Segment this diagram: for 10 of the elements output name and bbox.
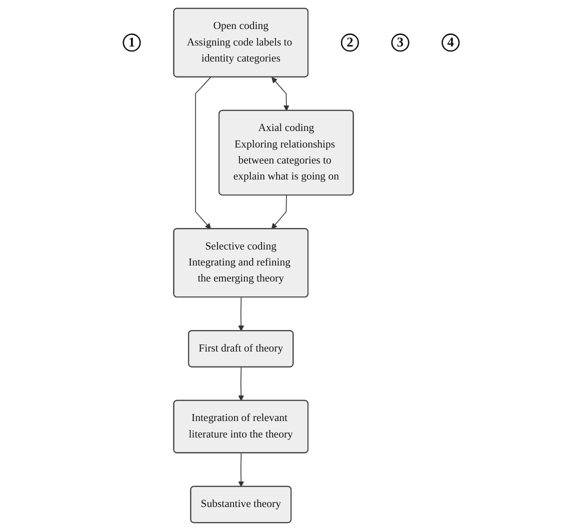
node-circle: 1	[122, 34, 141, 52]
arrow	[271, 194, 287, 230]
arrow	[238, 452, 244, 487]
node-circle: 4	[441, 34, 460, 52]
arrow	[238, 366, 244, 402]
arrow	[271, 77, 290, 112]
arrow	[194, 76, 211, 230]
arrow	[238, 296, 244, 332]
node-circle: 2	[340, 34, 359, 52]
node-circle: 3	[391, 34, 410, 52]
